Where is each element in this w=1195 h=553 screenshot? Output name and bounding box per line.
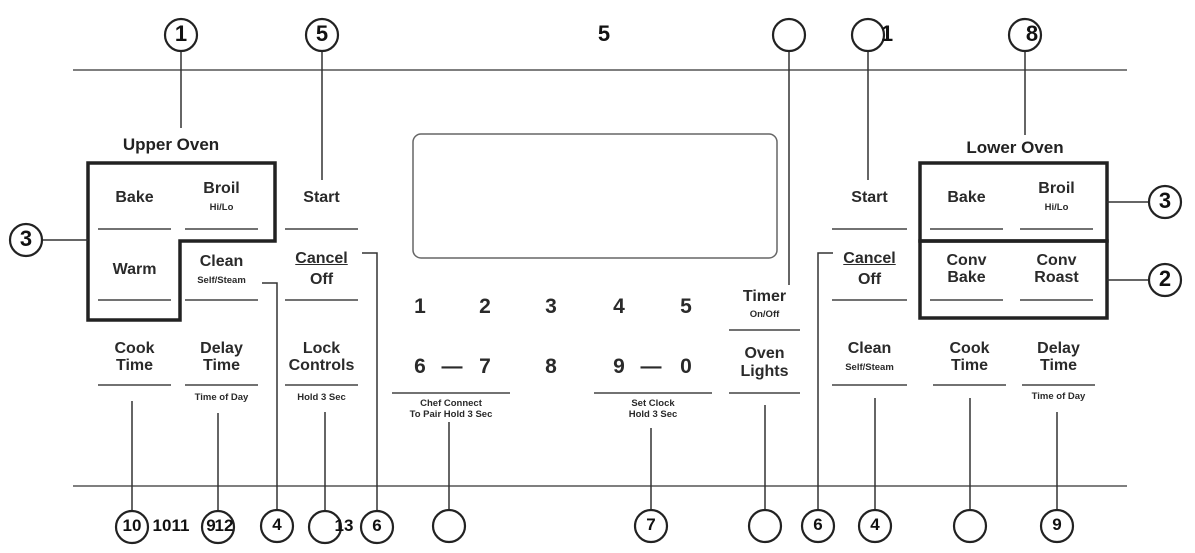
callout-top-8: 8 xyxy=(1025,21,1039,46)
callout-circle-6 xyxy=(359,509,395,545)
timer-key[interactable]: Timer xyxy=(742,288,787,305)
key-3[interactable]: 3 xyxy=(545,295,557,318)
key-9[interactable]: 9 xyxy=(613,355,625,378)
callout-circle-timer xyxy=(771,17,807,53)
callout-left-3: 3 xyxy=(19,226,33,251)
callout-bot-9-12: 9 xyxy=(206,516,216,535)
upper-clean-sub: Self/Steam xyxy=(197,275,246,286)
lower-delay-sub: Time of Day xyxy=(1031,391,1086,402)
upper-bake-key[interactable]: Bake xyxy=(115,189,154,206)
callout-bot-4b: 4 xyxy=(870,515,880,534)
callout-top-1: 1 xyxy=(174,21,188,46)
callout-bot-overlap: 1011 xyxy=(152,516,190,535)
lower-oven-heading: Lower Oven xyxy=(966,138,1064,157)
callout-bot-7: 7 xyxy=(646,515,656,534)
upper-oven-heading: Upper Oven xyxy=(122,135,220,154)
callout-top-right-1: 1 xyxy=(880,21,894,46)
callout-circle-4b xyxy=(857,508,893,544)
lower-cook-key[interactable]: Cook xyxy=(949,340,990,357)
callout-top-5: 5 xyxy=(315,21,329,46)
callout-circle-left-3 xyxy=(8,222,44,258)
callout-right-2: 2 xyxy=(1158,266,1172,291)
callout-circle-start-lower xyxy=(850,17,886,53)
upper-oven-group-outline xyxy=(86,161,277,322)
callout-circle-cook-lower xyxy=(952,508,988,544)
callout-circle-5 xyxy=(304,17,340,53)
key-2[interactable]: 2 xyxy=(479,295,491,318)
key-4[interactable]: 4 xyxy=(613,295,625,318)
key-dash-9-0: — xyxy=(640,355,662,378)
callout-bot-6b: 6 xyxy=(813,515,823,534)
lower-broil-key[interactable]: Broil xyxy=(1038,180,1075,197)
set-clock-sub: Hold 3 Sec xyxy=(628,409,678,420)
callout-circle-6b xyxy=(800,508,836,544)
key-1[interactable]: 1 xyxy=(414,295,426,318)
lower-bake-key[interactable]: Bake xyxy=(947,189,986,206)
display-window xyxy=(412,133,778,259)
upper-cook-time: Time xyxy=(115,357,154,374)
lower-off-label: Off xyxy=(857,271,882,288)
callout-circle-right-2 xyxy=(1147,262,1183,298)
upper-off-label: Off xyxy=(309,271,334,288)
key-7[interactable]: 7 xyxy=(479,355,491,378)
lower-cook-time: Time xyxy=(950,357,989,374)
callout-circle-10 xyxy=(114,509,150,545)
lower-conv-bake-key[interactable]: Conv xyxy=(946,252,987,269)
key-6[interactable]: 6 xyxy=(414,355,426,378)
callout-right-3: 3 xyxy=(1158,188,1172,213)
callout-circle-9-12 xyxy=(200,509,236,545)
chef-connect-sub: To Pair Hold 3 Sec xyxy=(409,409,493,420)
lower-clean-sub: Self/Steam xyxy=(845,362,894,373)
key-0[interactable]: 0 xyxy=(680,355,692,378)
callout-circle-chef xyxy=(431,508,467,544)
callout-circle-1 xyxy=(163,17,199,53)
key-8[interactable]: 8 xyxy=(545,355,557,378)
callout-circle-13 xyxy=(307,509,343,545)
lower-delay-key[interactable]: Delay xyxy=(1037,340,1080,357)
upper-cancel-key[interactable]: Cancel xyxy=(295,250,348,267)
oven-lights-label: Lights xyxy=(740,363,789,380)
callout-bot-4: 4 xyxy=(272,515,282,534)
upper-lock-sub: Hold 3 Sec xyxy=(297,392,346,403)
key-5[interactable]: 5 xyxy=(680,295,692,318)
upper-clean-key[interactable]: Clean xyxy=(199,253,244,270)
lower-delay-time: Time xyxy=(1039,357,1078,374)
key-dash-6-7: — xyxy=(441,355,463,378)
callout-bot-9: 9 xyxy=(1052,515,1062,534)
lower-broil-sub: Hi/Lo xyxy=(1044,202,1069,213)
callout-circle-8 xyxy=(1007,17,1043,53)
callout-circle-lights xyxy=(747,508,783,544)
callout-circle-9 xyxy=(1039,508,1075,544)
upper-delay-time: Time xyxy=(202,357,241,374)
lower-clean-key[interactable]: Clean xyxy=(847,340,892,357)
lower-conv-roast-label: Roast xyxy=(1034,269,1079,286)
upper-delay-sub: Time of Day xyxy=(194,392,249,403)
callout-circle-4 xyxy=(259,508,295,544)
upper-lock-key[interactable]: Lock xyxy=(302,340,341,357)
callout-bot-13: 13 xyxy=(334,516,354,535)
upper-lock-controls: Controls xyxy=(288,357,355,374)
set-clock-label: Set Clock xyxy=(631,398,675,409)
lower-start-key[interactable]: Start xyxy=(851,189,888,206)
callout-bot-12: 12 xyxy=(214,516,234,535)
oven-lights-key[interactable]: Oven xyxy=(744,345,785,362)
callout-circle-7 xyxy=(633,508,669,544)
upper-warm-key[interactable]: Warm xyxy=(112,261,157,278)
upper-cook-key[interactable]: Cook xyxy=(114,340,155,357)
lower-cancel-key[interactable]: Cancel xyxy=(843,250,896,267)
upper-delay-key[interactable]: Delay xyxy=(200,340,243,357)
lower-conv-roast-key[interactable]: Conv xyxy=(1036,252,1077,269)
callout-bot-6: 6 xyxy=(372,516,382,535)
timer-sub: On/Off xyxy=(749,309,780,320)
upper-broil-key[interactable]: Broil xyxy=(203,180,240,197)
callout-circle-right-3 xyxy=(1147,184,1183,220)
title-number: 5 xyxy=(597,21,611,46)
upper-broil-sub: Hi/Lo xyxy=(209,202,234,213)
callout-bot-10: 10 xyxy=(122,516,142,535)
upper-start-key[interactable]: Start xyxy=(303,189,340,206)
chef-connect-label: Chef Connect xyxy=(420,398,482,409)
lower-conv-bake-label: Bake xyxy=(947,269,986,286)
